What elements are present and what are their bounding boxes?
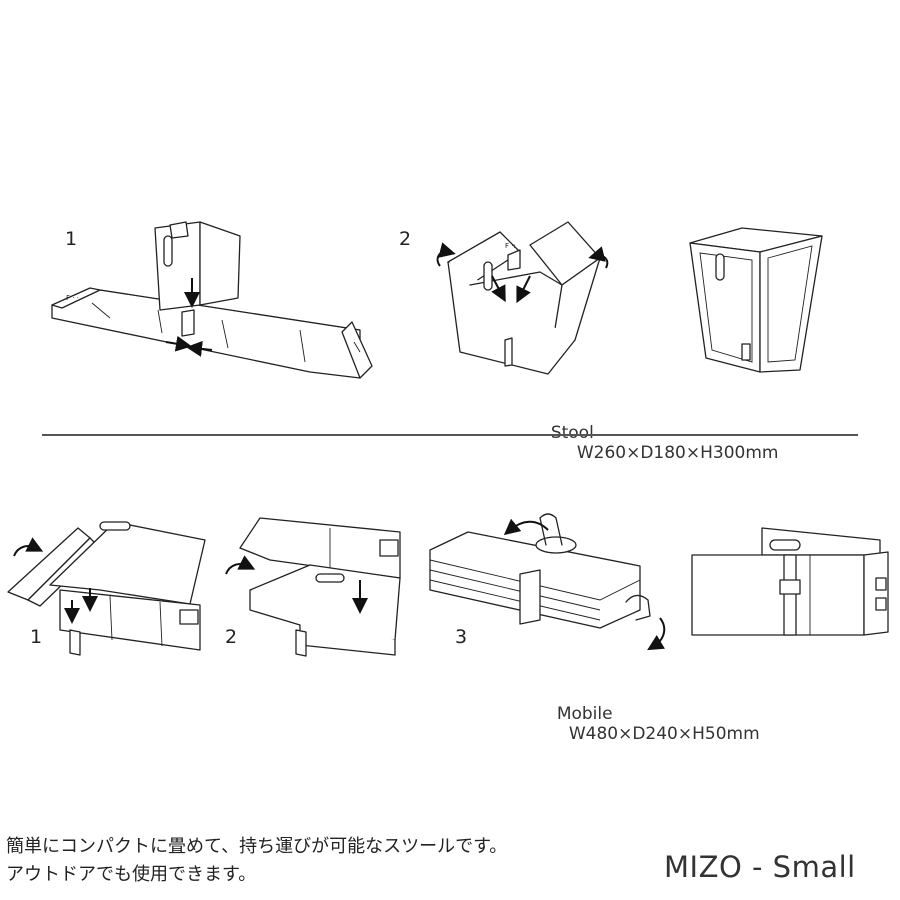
stool-spec: Stool W260×D180×H300mm [540,403,779,463]
description-line-1: 簡単にコンパクトに畳めて、持ち運びが可能なスツールです。 [6,836,508,857]
mobile-finished-drawing [691,527,889,636]
svg-text:F · ·: F · · [66,294,79,302]
section-divider [42,434,858,436]
mobile-dimensions: W480×D240×H50mm [568,724,760,744]
description-line-2: アウトドアでも使用できます。 [6,864,257,885]
mobile-spec: Mobile W480×D240×H50mm [546,684,760,744]
product-name: MIZO - Small [664,850,856,884]
mobile-step1-drawing [7,521,206,656]
stool-step1-drawing: F · · [51,221,373,379]
mobile-step-3-number: 3 [455,626,468,648]
mobile-step-2-number: 2 [225,626,238,648]
stool-step-2-number: 2 [399,228,412,250]
mobile-name: Mobile [556,704,613,724]
svg-text:F ·:: F ·: [505,242,516,250]
stool-step-1-number: 1 [65,228,78,250]
stool-name: Stool [550,423,594,443]
stool-finished-drawing [689,227,823,373]
stool-step2-drawing: F ·: [436,221,609,375]
mobile-step-1-number: 1 [30,626,43,648]
mobile-step3-drawing [429,513,666,651]
mobile-step2-drawing [225,517,401,657]
stool-dimensions: W260×D180×H300mm [576,443,779,463]
